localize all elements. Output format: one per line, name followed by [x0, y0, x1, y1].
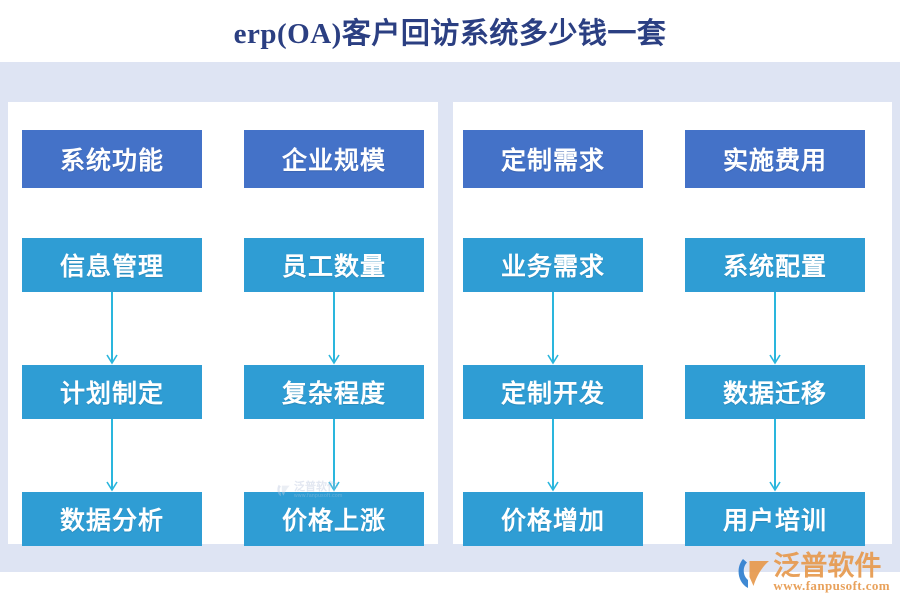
connector-step1-to-step2-column-2	[328, 292, 340, 365]
arrowhead-icon	[106, 481, 118, 492]
fanpu-logo-icon	[738, 558, 770, 588]
arrowhead-icon	[769, 481, 781, 492]
node-header-column-4[interactable]: 实施费用	[685, 130, 865, 188]
node-step1-column-4[interactable]: 系统配置	[685, 238, 865, 292]
flow-column-enterprise-scale: 企业规模 员工数量 复杂程度 价格上涨	[244, 102, 424, 546]
node-step3-column-2[interactable]: 价格上涨	[244, 492, 424, 546]
brand-logo: 泛普软件 www.fanpusoft.com	[736, 550, 890, 594]
connector-step2-to-step3-column-2	[328, 419, 340, 492]
page-title: erp(OA)客户回访系统多少钱一套	[233, 18, 667, 50]
arrowhead-icon	[769, 354, 781, 365]
connector-step1-to-step2-column-1	[106, 292, 118, 365]
node-step3-column-3[interactable]: 价格增加	[463, 492, 643, 546]
brand-name: 泛普软件	[773, 550, 882, 581]
node-step1-column-1[interactable]: 信息管理	[22, 238, 202, 292]
node-step3-column-4[interactable]: 用户培训	[685, 492, 865, 546]
node-step2-column-4[interactable]: 数据迁移	[685, 365, 865, 419]
node-step1-column-3[interactable]: 业务需求	[463, 238, 643, 292]
arrowhead-icon	[106, 354, 118, 365]
connector-step2-to-step3-column-3	[547, 419, 559, 492]
flow-column-custom-requirement: 定制需求 业务需求 定制开发 价格增加	[463, 102, 643, 546]
node-step3-column-1[interactable]: 数据分析	[22, 492, 202, 546]
node-header-column-3[interactable]: 定制需求	[463, 130, 643, 188]
arrowhead-icon	[328, 481, 340, 492]
diagram-panel-left: 系统功能 信息管理 计划制定 数据分析 企业规模 员工数量	[8, 102, 438, 546]
diagram-panel-right: 定制需求 业务需求 定制开发 价格增加 实施费用 系统配置	[453, 102, 892, 546]
node-step2-column-2[interactable]: 复杂程度	[244, 365, 424, 419]
arrowhead-icon	[547, 354, 559, 365]
arrowhead-icon	[328, 354, 340, 365]
connector-step1-to-step2-column-3	[547, 292, 559, 365]
node-step2-column-3[interactable]: 定制开发	[463, 365, 643, 419]
title-bar: erp(OA)客户回访系统多少钱一套	[0, 0, 900, 62]
flow-column-implementation-cost: 实施费用 系统配置 数据迁移 用户培训	[685, 102, 865, 546]
diagram-canvas: 系统功能 信息管理 计划制定 数据分析 企业规模 员工数量	[0, 62, 900, 572]
node-header-column-2[interactable]: 企业规模	[244, 130, 424, 188]
arrowhead-icon	[547, 481, 559, 492]
connector-step2-to-step3-column-1	[106, 419, 118, 492]
node-step2-column-1[interactable]: 计划制定	[22, 365, 202, 419]
connector-step1-to-step2-column-4	[769, 292, 781, 365]
node-step1-column-2[interactable]: 员工数量	[244, 238, 424, 292]
brand-url: www.fanpusoft.com	[773, 578, 890, 593]
connector-step2-to-step3-column-4	[769, 419, 781, 492]
flow-column-system-function: 系统功能 信息管理 计划制定 数据分析	[22, 102, 202, 546]
node-header-column-1[interactable]: 系统功能	[22, 130, 202, 188]
